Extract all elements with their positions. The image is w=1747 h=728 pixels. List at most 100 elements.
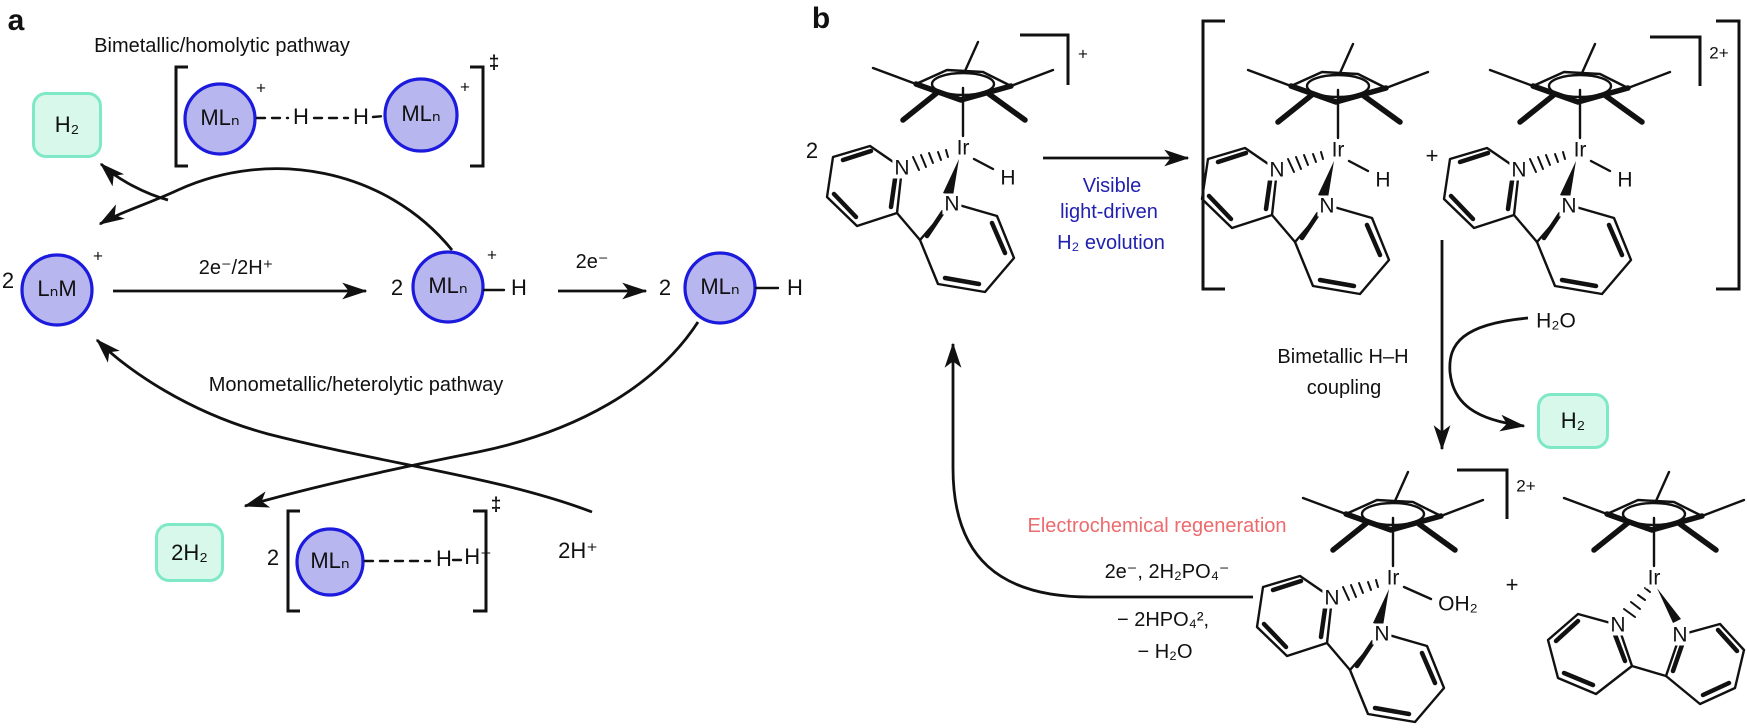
ir-atom-pair-left: Ir: [1329, 138, 1347, 162]
regeneration-title: Electrochemical regeneration: [1027, 515, 1287, 537]
coeff-mln-h-reduced: 2: [658, 275, 672, 300]
h2-product-label-panel-b: H₂: [1560, 408, 1586, 433]
species-mln-label: MLₙ: [428, 273, 468, 298]
ts-top-dashed-bonds: [255, 114, 386, 120]
step1-label: 2e⁻/2H⁺: [198, 257, 274, 279]
aqua-complex-charge: 2+: [1516, 476, 1536, 496]
ir-atom-aqua: Ir: [1384, 566, 1402, 590]
hydride-atom: H: [998, 166, 1018, 190]
species-lnm-circle: [20, 253, 94, 327]
ts-top-h-left: H: [293, 104, 309, 129]
arc-heterolytic-h2-release: [243, 321, 700, 508]
n-atom: N: [892, 156, 912, 180]
ir-hydride-pair-left: [1202, 44, 1428, 294]
coupling-label-line2: coupling: [1306, 377, 1382, 399]
panel-b-brackets: [1020, 19, 1741, 519]
two-h-plus-label: 2H⁺: [558, 538, 598, 563]
products-plus-sign: +: [1505, 572, 1519, 597]
step2-label: 2e⁻: [575, 251, 609, 273]
h2-product-box-panel-b: H₂: [1537, 393, 1609, 449]
n-atom: N: [1509, 158, 1529, 182]
arc-heterolytic-return: [96, 339, 593, 514]
ir-ligand-bonds: [972, 157, 1612, 601]
panel-a-brackets: [174, 65, 488, 613]
ts-top-mln-left: MLₙ: [200, 105, 240, 130]
ts-bottom-bracket-right: [473, 509, 488, 613]
charge-corner-bracket-pair: [1650, 35, 1702, 86]
ts-top-charge-right: +: [460, 77, 470, 97]
lnm-charge: +: [93, 246, 103, 266]
n-atom: N: [1372, 622, 1392, 646]
ts-bottom-circle: [295, 527, 365, 597]
ir-atom-flat: Ir: [1645, 566, 1663, 590]
species-lnm-label: LₙM: [37, 276, 77, 301]
ts-top-left-circle: [183, 82, 257, 156]
photo-step-line1: Visible: [1082, 175, 1142, 197]
reactant-coeff: 2: [805, 138, 819, 163]
n-atom: N: [1267, 158, 1287, 182]
pair-plus-sign: +: [1425, 143, 1439, 168]
reactant-charge: +: [1078, 44, 1088, 64]
aqua-ligand-label: OH₂: [1436, 592, 1480, 616]
ts-bottom-h: H: [436, 546, 452, 571]
hydride-bonds: [482, 286, 780, 292]
hydride-atom: H: [1373, 168, 1393, 192]
mln-hydride-label: H: [511, 275, 527, 300]
arrow-h2o-in-h2-out: [1448, 316, 1529, 432]
arrow-electrochemical-regeneration: [944, 342, 1253, 599]
ts-bottom-coeff: 2: [266, 545, 280, 570]
ts-bottom-mln: MLₙ: [310, 548, 350, 573]
regeneration-byproduct-1: − 2HPO₄²,: [1116, 609, 1210, 631]
h2-product-box-bottom: 2H₂: [155, 523, 224, 582]
ir-atom-reactant: Ir: [954, 136, 972, 160]
ts-bottom-bracket-left: [286, 509, 300, 613]
regeneration-reagents-above: 2e⁻, 2H₂PO₄⁻: [1104, 561, 1230, 583]
ts-top-mln-right: MLₙ: [401, 101, 441, 126]
h2-product-label: H₂: [54, 112, 80, 137]
pair-charge: 2+: [1709, 43, 1729, 63]
n-atom: N: [1322, 586, 1342, 610]
pair-bracket-right: [1716, 19, 1741, 291]
ts-bottom-dashed-bonds: [363, 558, 467, 563]
coupling-label-line1: Bimetallic H–H: [1277, 346, 1409, 368]
panel-a-label: a: [7, 4, 25, 37]
mln-reduced-hydride-label: H: [787, 275, 803, 300]
panel-b-label: b: [811, 2, 831, 35]
two-h2-product-label: 2H₂: [171, 539, 208, 565]
n-atom: N: [1670, 623, 1690, 647]
panel-a-arrows: [96, 162, 700, 514]
ts-bottom-h-plus: H⁺: [464, 544, 492, 569]
pair-bracket-left: [1201, 19, 1225, 291]
ir-hydride-pair-right: [1444, 44, 1670, 294]
charge-corner-bracket-aqua: [1457, 468, 1509, 519]
ts-top-right-circle: [383, 77, 459, 153]
coeff-mln-h: 2: [390, 275, 404, 300]
species-mln-reduced-label: MLₙ: [700, 274, 740, 299]
photo-step-line2: light-driven: [1060, 201, 1158, 223]
charge-corner-bracket-reactant: [1020, 33, 1070, 85]
ts-bottom-ddagger: ‡: [490, 494, 502, 516]
photo-step-line3: H₂ evolution: [1057, 232, 1165, 254]
ts-top-bracket-left: [174, 65, 188, 168]
homolytic-pathway-title: Bimetallic/homolytic pathway: [94, 35, 350, 57]
species-mln-h-circle: [411, 250, 485, 324]
arc-homolytic-cycle: [98, 167, 454, 251]
n-atom: N: [942, 192, 962, 216]
ir-hydride-reactant: [827, 42, 1053, 292]
n-atom: N: [1559, 194, 1579, 218]
panel-a-bonds: [255, 114, 780, 563]
ir-atom-pair-right: Ir: [1571, 138, 1589, 162]
h2-product-box-top: H₂: [32, 92, 102, 158]
hydride-atom: H: [1615, 168, 1635, 192]
h2o-reagent-label: H₂O: [1534, 309, 1578, 333]
n-atom: N: [1317, 194, 1337, 218]
coeff-lnm: 2: [1, 268, 15, 293]
heterolytic-pathway-title: Monometallic/heterolytic pathway: [208, 374, 504, 396]
ts-top-charge-left: +: [256, 78, 266, 98]
regeneration-byproduct-2: − H₂O: [1137, 641, 1193, 663]
ts-top-bracket-right: [470, 65, 485, 168]
panel-b-structures: [827, 42, 1744, 722]
panel-a-species-circles: [20, 77, 757, 597]
